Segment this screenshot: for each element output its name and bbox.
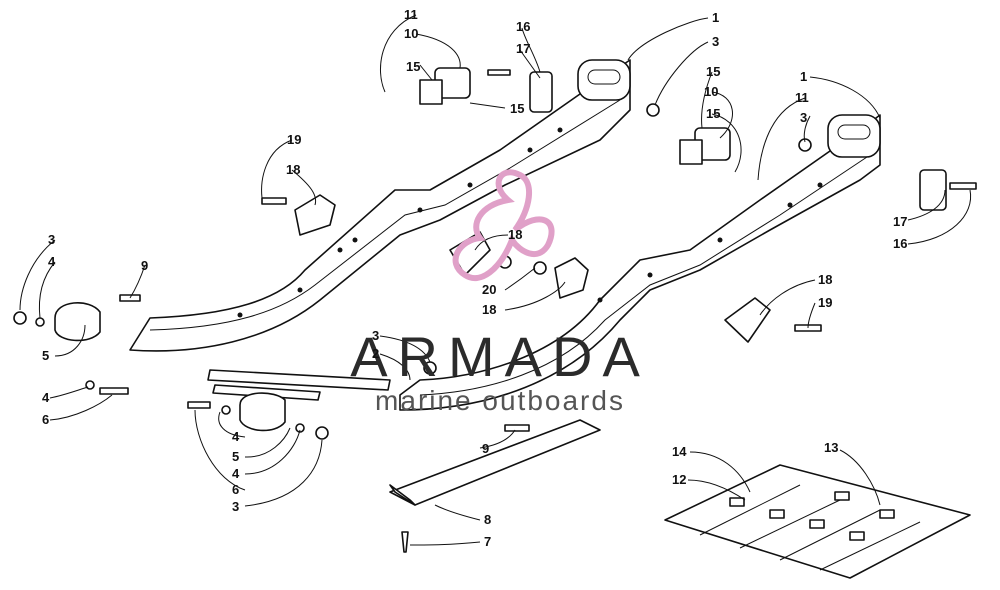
callout-17: 17 bbox=[893, 214, 907, 229]
callout-11: 11 bbox=[795, 90, 809, 105]
callout-8: 8 bbox=[484, 512, 491, 527]
callout-15: 15 bbox=[706, 106, 720, 121]
callout-15: 15 bbox=[706, 64, 720, 79]
callout-12: 12 bbox=[672, 472, 686, 487]
callout-labels: 1 3 11 10 16 17 15 15 15 10 15 1 11 3 17… bbox=[42, 7, 907, 549]
callout-3: 3 bbox=[48, 232, 55, 247]
callout-1: 1 bbox=[712, 10, 719, 25]
right-slide-rail bbox=[399, 114, 881, 411]
callout-9: 9 bbox=[141, 258, 148, 273]
callout-4: 4 bbox=[48, 254, 56, 269]
callout-15: 15 bbox=[510, 101, 524, 116]
callout-3: 3 bbox=[372, 328, 379, 343]
leader-lines bbox=[19, 14, 972, 546]
end-stop-blocks bbox=[54, 71, 947, 432]
callout-4: 4 bbox=[232, 429, 240, 444]
callout-11: 11 bbox=[404, 7, 418, 22]
callout-18: 18 bbox=[818, 272, 832, 287]
callout-3: 3 bbox=[712, 34, 719, 49]
callout-4: 4 bbox=[42, 390, 50, 405]
watermark-tagline: marine outboards bbox=[375, 385, 625, 416]
callout-19: 19 bbox=[818, 295, 832, 310]
callout-5: 5 bbox=[42, 348, 49, 363]
callout-15: 15 bbox=[406, 59, 420, 74]
callout-5: 5 bbox=[232, 449, 239, 464]
callout-14: 14 bbox=[672, 444, 687, 459]
track-section bbox=[664, 464, 971, 579]
callout-18: 18 bbox=[508, 227, 522, 242]
callout-17: 17 bbox=[516, 41, 530, 56]
callout-3: 3 bbox=[800, 110, 807, 125]
callout-16: 16 bbox=[893, 236, 907, 251]
shock-mount-bracket-right bbox=[679, 127, 731, 165]
callout-6: 6 bbox=[42, 412, 49, 427]
shock-mount-bracket-left bbox=[419, 67, 471, 105]
callout-6: 6 bbox=[232, 482, 239, 497]
callout-10: 10 bbox=[404, 26, 418, 41]
side-brackets bbox=[294, 194, 771, 343]
callout-19: 19 bbox=[287, 132, 301, 147]
callout-3: 3 bbox=[232, 499, 239, 514]
watermark-logo: ARMADA marine outboards bbox=[350, 169, 650, 416]
wear-strip bbox=[389, 419, 601, 506]
callout-20: 20 bbox=[482, 282, 496, 297]
callout-7: 7 bbox=[484, 534, 491, 549]
left-slide-rail bbox=[129, 59, 631, 352]
callout-4: 4 bbox=[232, 466, 240, 481]
callout-10: 10 bbox=[704, 84, 718, 99]
callout-9: 9 bbox=[482, 441, 489, 456]
callout-2: 2 bbox=[372, 346, 379, 361]
callout-1: 1 bbox=[800, 69, 807, 84]
callout-18: 18 bbox=[482, 302, 496, 317]
callout-13: 13 bbox=[824, 440, 838, 455]
watermark-brand: ARMADA bbox=[350, 325, 650, 388]
callout-18: 18 bbox=[286, 162, 300, 177]
callout-16: 16 bbox=[516, 19, 530, 34]
watermark-propeller-icon bbox=[452, 169, 555, 282]
